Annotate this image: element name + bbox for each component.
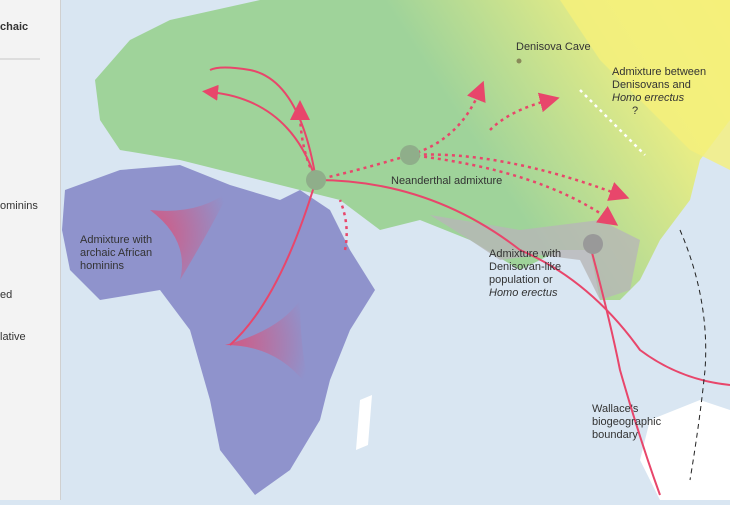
- admixture-point: [306, 170, 326, 190]
- admixture-point: [583, 234, 603, 254]
- sidebar-item[interactable]: ominins: [0, 200, 38, 212]
- map-graphic: [62, 0, 730, 500]
- australia: [640, 400, 730, 500]
- madagascar: [356, 395, 372, 450]
- sidebar-item[interactable]: ed: [0, 289, 13, 301]
- denisova-cave-marker: [516, 58, 522, 64]
- sidebar-item[interactable]: lative: [0, 331, 26, 343]
- divider: [0, 58, 40, 60]
- sidebar-item[interactable]: chaic: [0, 21, 29, 33]
- sidebar: chaic ominins ed lative: [0, 0, 61, 500]
- africa: [62, 165, 375, 495]
- admixture-point: [400, 145, 420, 165]
- label-denisova-cave: Denisova Cave: [516, 41, 591, 53]
- label-neanderthal-admixture: Neanderthal admixture: [391, 175, 503, 187]
- east-yellow: [560, 0, 730, 170]
